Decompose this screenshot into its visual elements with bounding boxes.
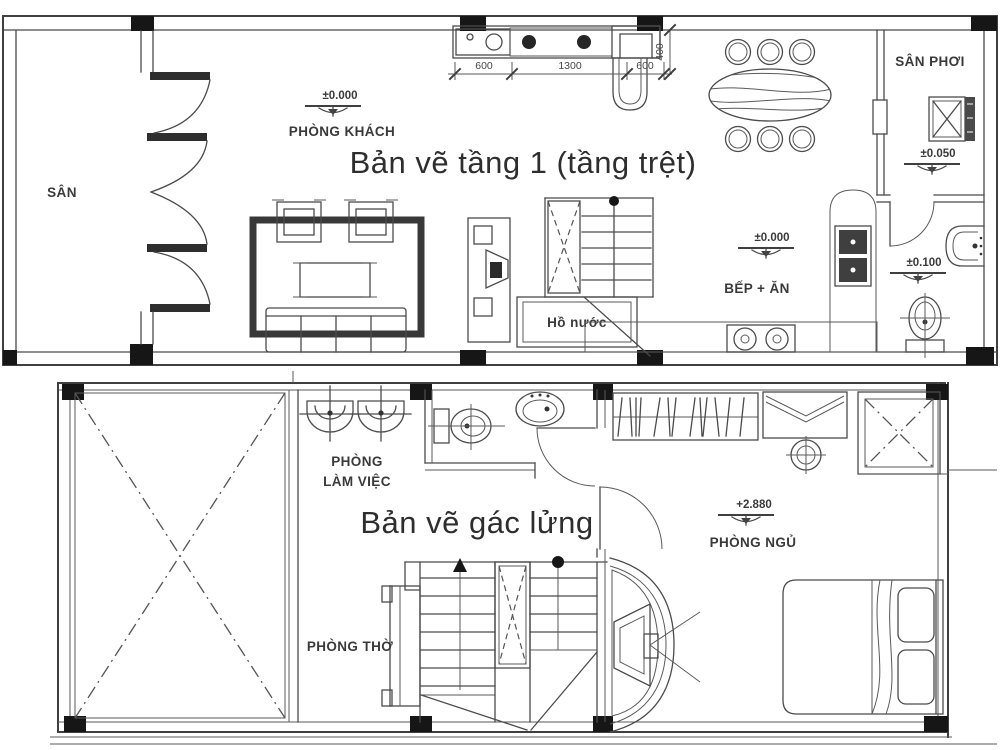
rug [249,216,425,338]
mz-columns [62,384,948,732]
column-unit [611,25,661,59]
elevation-phong-khach: ±0.000 [305,90,361,117]
altar-cabinet [381,585,421,707]
bathroom-door [889,201,935,247]
staircase-mezzanine [404,556,608,731]
room-label-phong-lam-viec-2: LÀM VIỆC [323,474,391,489]
dim-1300: 1300 [558,60,582,72]
elevation-san-phoi: ±0.050 [904,148,960,175]
window-symbol [872,99,888,135]
tv-symbol [485,248,509,290]
sink-unit [455,28,511,56]
mz-basin-symbol [350,385,412,442]
desk [762,391,848,474]
pillow [897,649,935,705]
wood-grain [709,72,831,111]
stair-newel-dot [552,556,564,568]
dim-400: 400 [654,43,666,61]
elevation-value: ±0.100 [906,257,941,269]
room-label-san-phoi: SÂN PHƠI [895,54,964,69]
elevation-value: ±0.000 [322,90,357,102]
elevation-value: ±0.000 [754,232,789,244]
gf-interior-walls [872,29,985,203]
bathroom-basin [945,225,985,267]
plant-symbol [522,35,536,49]
armchair [272,199,326,243]
plant-symbol [577,35,591,49]
elevation-bep-an: ±0.000 [738,232,794,259]
mezzanine-plan: PHÒNG LÀM VIỆC [50,371,997,745]
label-ho-nuoc: Hồ nước [547,315,607,330]
dining-table [708,38,832,153]
pillow [897,587,935,643]
staircase-ground: Hồ nước [516,196,654,357]
niche [613,602,651,688]
bedroom-door [599,486,663,550]
elevation-value: +2.880 [736,499,772,511]
double-bed [782,579,944,715]
armchair [344,199,398,243]
wc-door [536,427,596,487]
elevation-value: ±0.050 [920,148,955,160]
room-label-phong-ngu: PHÒNG NGỦ [710,535,797,550]
mezzanine-title: Bản vẽ gác lửng [360,505,593,540]
kitchen-top-counter [452,25,661,111]
elevation-phong-ngu: +2.880 [718,499,774,526]
room-label-phong-khach: PHÒNG KHÁCH [289,124,395,139]
washing-machine [928,96,975,142]
void-skylight [857,391,948,475]
gf-columns [3,16,997,365]
dimension-lines: 600 1300 600 400 [448,24,676,80]
folding-door [140,30,211,345]
ground-floor-title: Bản vẽ tầng 1 (tầng trệt) [350,145,697,180]
dim-600-right: 600 [636,60,654,72]
decorative-feature-wall [609,557,701,733]
room-label-phong-tho: PHÒNG THỜ [307,639,393,654]
room-label-phong-lam-viec-1: PHÒNG [331,454,383,469]
mz-exterior-walls [50,371,997,745]
sofa [265,307,407,353]
mz-wash-basin [515,391,565,427]
desk-chair [786,436,826,474]
room-label-san: SÂN [47,185,77,200]
kitchen-counter-L [584,189,878,353]
stair-direction-arrow [453,558,467,690]
wardrobe [612,392,759,441]
tv-console [467,217,511,343]
gf-exterior-walls [2,15,998,366]
dim-600-left: 600 [475,60,493,72]
toilet [900,293,950,358]
coffee-table [293,262,377,298]
water-feature [612,57,648,111]
sofa-set [249,199,425,353]
ground-floor-plan: SÂN ±0.000 PHÒNG KHÁCH [2,15,998,366]
stair-newel-dot [609,196,619,206]
kitchen-sink [834,225,872,287]
stove [726,324,796,353]
elevation-wc: ±0.100 [890,257,946,284]
room-label-bep-an: BẾP + ĂN [724,281,790,296]
mz-toilet [428,404,505,450]
void-over-living-room [74,389,299,723]
bathroom: ±0.100 [889,201,985,358]
